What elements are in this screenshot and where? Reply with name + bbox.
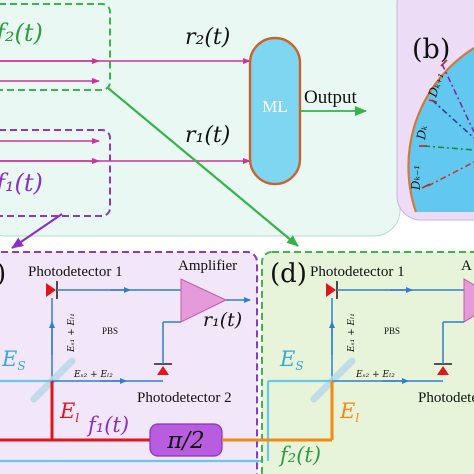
arc-tick-1 xyxy=(440,59,448,67)
panel-d: (d) Photodetector 1 A Eₛ₁ + Eₗ₁ PBS Eₛ₂ … xyxy=(261,251,474,474)
signal-f2-label: f₂(t) xyxy=(0,19,43,47)
el-label: El xyxy=(59,399,79,425)
f2-label: f₂(t) xyxy=(278,443,321,467)
amplifier-label: Amplifier xyxy=(178,258,237,274)
el-letter: E xyxy=(59,399,75,423)
panel-b: (b) Dₖ₊₁ Dₖ Dₖ₋₁ xyxy=(396,0,474,221)
signal-box-f2 xyxy=(0,3,111,91)
ml-label: ML xyxy=(262,97,288,116)
arc-tick-2 xyxy=(428,99,438,103)
pbs-splitter-d xyxy=(310,357,356,403)
radial-line-2 xyxy=(431,99,474,139)
es-d-letter: E xyxy=(279,347,295,371)
el-subscript: l xyxy=(75,411,79,425)
pbs-label: PBS xyxy=(102,326,118,336)
es-label: ES xyxy=(1,347,26,373)
arc-tick-4 xyxy=(421,183,431,189)
es-letter: E xyxy=(1,347,17,371)
panel-b-tag: (b) xyxy=(412,34,450,65)
radial-line-1 xyxy=(441,63,474,133)
photodetector-2 xyxy=(157,366,169,375)
es-d-subscript: S xyxy=(295,359,303,373)
es-subscript: S xyxy=(17,359,25,373)
el-d-subscript: l xyxy=(355,411,359,425)
panel-c-tag: ) xyxy=(0,259,6,289)
circle-arc xyxy=(407,47,474,213)
panel-d-background xyxy=(261,251,474,474)
el-d-label: El xyxy=(339,399,359,425)
r1-output-label: r₁(t) xyxy=(203,309,242,331)
d-k-label: Dₖ xyxy=(414,124,430,141)
photodetector-2-d xyxy=(437,366,449,375)
horizontal-beam-d-label: Eₛ₂ + Eₗ₂ xyxy=(355,370,395,380)
photodetector-1-d xyxy=(326,283,336,297)
panel-a: f₂(t) f₁(t) r₂(t) r₁(t) ML Output xyxy=(0,0,401,237)
pbs-splitter xyxy=(30,357,76,403)
panel-c: ) Photodetector 1 Amplifier r₁(t) Eₛ₁ + … xyxy=(0,251,262,474)
signal-f1-label: f₁(t) xyxy=(0,169,43,197)
amplifier xyxy=(180,278,228,323)
signal-box-f1 xyxy=(0,129,111,217)
r1-label: r₁(t) xyxy=(185,123,230,148)
photodetector-1-label: Photodetector 1 xyxy=(28,264,123,280)
pbs-d-label: PBS xyxy=(384,326,400,336)
amplifier-d xyxy=(463,278,474,323)
d-k-minus-1-label: Dₖ₋₁ xyxy=(408,165,423,192)
es-d-label: ES xyxy=(279,347,304,373)
el-d-letter: E xyxy=(339,399,355,423)
photodetector-2-label: Photodetector 2 xyxy=(137,390,232,406)
vertical-beam-label: Eₛ₁ + Eₗ₁ xyxy=(67,313,77,353)
panel-d-tag: (d) xyxy=(270,259,307,289)
photodetector-1 xyxy=(46,283,56,297)
amplifier-d-label: A xyxy=(461,258,472,274)
photodetector-2-d-label: Photodete xyxy=(418,390,474,406)
phase-shift-label: π/2 xyxy=(166,428,205,454)
vertical-beam-d-label: Eₛ₁ + Eₗ₁ xyxy=(347,313,357,353)
green-connector-arrow xyxy=(107,87,299,247)
r2-label: r₂(t) xyxy=(185,25,230,50)
horizontal-beam-label: Eₛ₂ + Eₗ₂ xyxy=(73,370,113,380)
output-label: Output xyxy=(304,87,358,108)
photodetector-1-d-label: Photodetector 1 xyxy=(310,264,405,280)
purple-connector-arrow xyxy=(11,213,63,249)
radial-line-4 xyxy=(427,161,474,187)
f1-label: f₁(t) xyxy=(86,413,129,437)
